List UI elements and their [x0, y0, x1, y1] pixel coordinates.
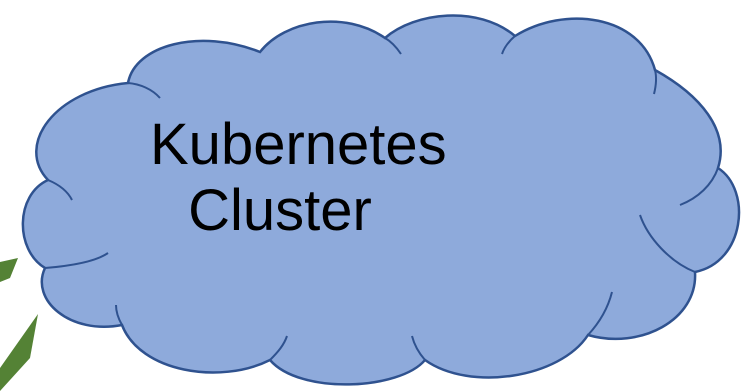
cloud-label: Kubernetes Cluster: [150, 112, 447, 244]
cloud-inner-arcs: [44, 35, 719, 361]
cloud-label-line1: Kubernetes: [150, 112, 447, 177]
cloud-label-line2: Cluster: [188, 178, 372, 243]
green-arrow-lower: [0, 314, 38, 391]
kubernetes-cluster-cloud: [21, 14, 741, 386]
green-arrow-upper: [0, 258, 18, 282]
